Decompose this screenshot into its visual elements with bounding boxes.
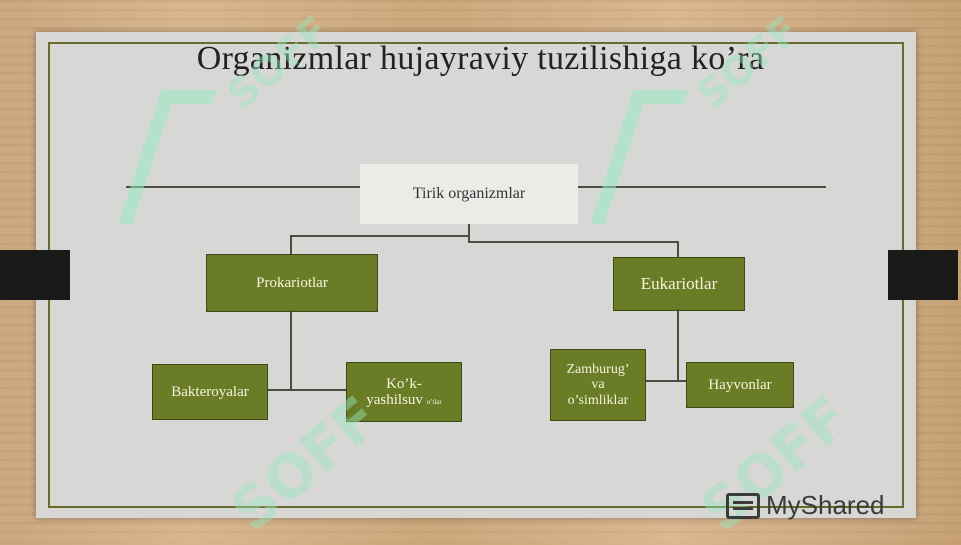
zamburug-node: Zamburug’ va o’simliklar bbox=[550, 349, 646, 421]
kok-yashil-node: Ko’k- yashilsuv o’tlar bbox=[346, 362, 462, 422]
myshared-brand-text: MyShared bbox=[766, 490, 885, 520]
connector bbox=[468, 230, 470, 242]
hayvonlar-node: Hayvonlar bbox=[686, 362, 794, 408]
kok-small-note: o’tlar bbox=[426, 398, 442, 406]
root-node: Tirik organizmlar bbox=[360, 164, 578, 224]
connector bbox=[290, 235, 470, 237]
zamburug-line3: o’simliklar bbox=[567, 392, 629, 408]
kok-line1: Ko’k- bbox=[386, 375, 422, 392]
right-clip bbox=[888, 250, 958, 300]
kok-line2: yashilsuv o’tlar bbox=[366, 392, 441, 409]
connector bbox=[266, 389, 348, 391]
connector bbox=[677, 241, 679, 257]
bakteriyalar-node: Bakteroyalar bbox=[152, 364, 268, 420]
myshared-logo[interactable]: MyShared bbox=[726, 490, 885, 521]
root-line-left bbox=[126, 186, 360, 188]
left-clip bbox=[0, 250, 70, 300]
zamburug-line1: Zamburug’ bbox=[566, 361, 630, 377]
eukariotlar-node: Eukariotlar bbox=[613, 257, 745, 311]
slide bbox=[36, 32, 916, 518]
connector bbox=[290, 310, 292, 390]
connector bbox=[290, 235, 292, 255]
myshared-logo-icon bbox=[726, 492, 760, 519]
slide-title: Organizmlar hujayraviy tuzilishiga ko’ra bbox=[196, 40, 765, 77]
root-line-right bbox=[578, 186, 826, 188]
connector bbox=[645, 380, 687, 382]
zamburug-line2: va bbox=[591, 377, 605, 393]
prokariotlar-node: Prokariotlar bbox=[206, 254, 378, 312]
kok-line2-text: yashilsuv bbox=[366, 392, 423, 408]
connector bbox=[677, 309, 679, 381]
connector bbox=[468, 241, 678, 243]
